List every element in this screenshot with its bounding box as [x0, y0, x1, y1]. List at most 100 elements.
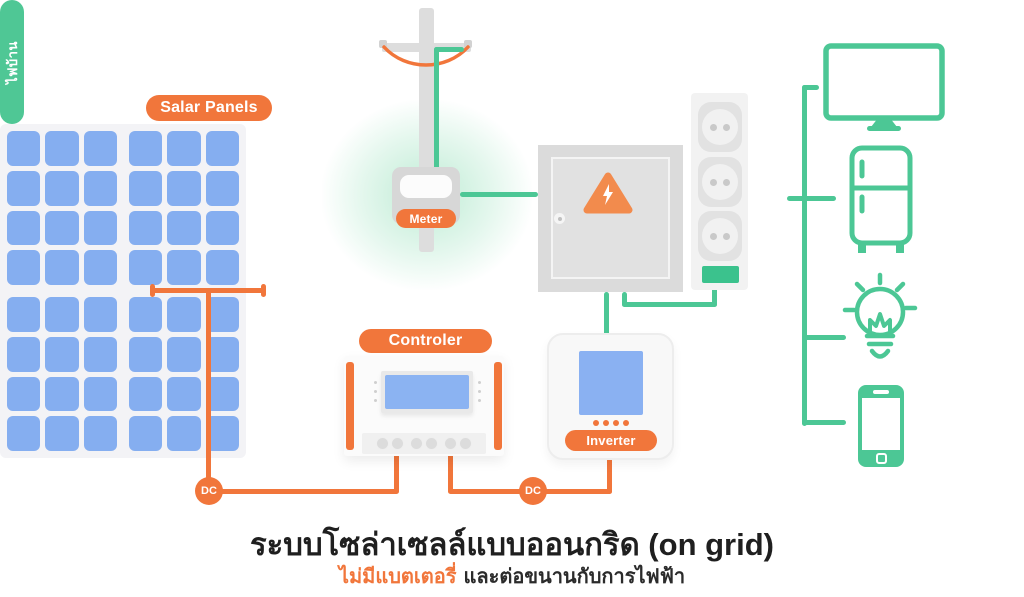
diagram-subtitle: ไม่มีแบตเตอรี่ และต่อขนานกับการไฟฟ้า [0, 560, 1024, 592]
solar-cell [167, 297, 201, 332]
controller-led [374, 381, 377, 384]
outlet-hole [723, 179, 730, 186]
outlet-socket [698, 157, 742, 207]
wire-breaker-to-outlet-1 [622, 292, 627, 307]
appliance-bus [802, 85, 807, 426]
solar-cell [7, 170, 41, 206]
bulb-icon [842, 272, 918, 359]
solar-cell [7, 416, 41, 451]
solar-cell [7, 250, 41, 285]
inverter-led [593, 420, 599, 426]
solar-quadrant [7, 131, 117, 285]
dc-badge-left: DC [195, 477, 223, 505]
solar-cell [205, 336, 239, 372]
solar-cell [205, 131, 239, 166]
subtitle-rest: และต่อขนานกับการไฟฟ้า [463, 566, 686, 588]
solar-cell [83, 297, 117, 332]
controller-terminal [444, 437, 457, 450]
solar-panel-array [0, 124, 246, 458]
solar-cell [205, 297, 239, 332]
solar-cell [7, 131, 41, 166]
solar-cell [45, 336, 79, 372]
solar-cell [45, 416, 79, 451]
solar-cell [45, 297, 79, 332]
wire-meter-to-breaker [460, 192, 538, 197]
controller-led [478, 399, 481, 402]
meter-screen [400, 175, 452, 198]
solar-cell [7, 297, 41, 332]
outlet-hole [710, 179, 717, 186]
crossarm-cap-right [464, 40, 472, 48]
controller-label: Controler [359, 329, 492, 353]
breaker-knob [554, 213, 565, 224]
home-power-badge: ไฟบ้าน [0, 0, 24, 124]
solar-cell [83, 170, 117, 206]
bus-tick-bulb [802, 335, 846, 340]
panel-junction-cap-right [261, 284, 266, 297]
solar-cell [45, 250, 79, 285]
solar-cell [83, 416, 117, 451]
wire-dc-to-controller [209, 489, 399, 494]
wire-breaker-to-outlet-2 [622, 302, 717, 307]
solar-cell [83, 336, 117, 372]
power-line-wire [382, 45, 470, 67]
bus-tick-tv [802, 85, 819, 90]
pole-crossarm [382, 43, 471, 52]
solar-cell [45, 376, 79, 412]
wire-inverter-input [607, 456, 612, 494]
wire-breaker-to-outlet-3 [712, 285, 717, 307]
solar-cell [205, 170, 239, 206]
solar-cell [167, 336, 201, 372]
controller-led [374, 390, 377, 393]
controller-bracket-right [494, 362, 502, 450]
inverter-led [613, 420, 619, 426]
solar-cell [129, 376, 163, 412]
solar-cell [83, 250, 117, 285]
controller-led [478, 390, 481, 393]
solar-cell [167, 416, 201, 451]
solar-cell [7, 336, 41, 372]
solar-cell [167, 131, 201, 166]
outlet-hole [710, 233, 717, 240]
wire-breaker-to-inverter [604, 292, 609, 336]
subtitle-highlight: ไม่มีแบตเตอรี่ [338, 566, 457, 588]
solar-cell [7, 210, 41, 246]
tv-icon [823, 43, 945, 131]
outlet-hole [723, 233, 730, 240]
controller-led [374, 399, 377, 402]
lightning-warning-icon [583, 172, 633, 214]
controller-terminal [391, 437, 404, 450]
bus-tick-outlet [787, 196, 836, 201]
solar-cell [83, 376, 117, 412]
solar-cell [205, 416, 239, 451]
controller-terminal [410, 437, 423, 450]
fridge-icon [849, 145, 913, 253]
solar-cell [7, 376, 41, 412]
controller-screen [385, 375, 469, 409]
outlet-socket [698, 211, 742, 261]
solar-cell [129, 131, 163, 166]
solar-cell [45, 170, 79, 206]
solar-cell [167, 210, 201, 246]
solar-cell [205, 250, 239, 285]
wire-panel-to-dc [206, 290, 211, 482]
diagram-title: ระบบโซล่าเซลล์แบบออนกริด (on grid) [250, 527, 774, 562]
solar-cell [167, 376, 201, 412]
wire-pole-to-meter-h [434, 47, 464, 52]
dc-badge-right: DC [519, 477, 547, 505]
solar-cell [83, 210, 117, 246]
solar-cell [129, 210, 163, 246]
controller-led [478, 381, 481, 384]
inverter-label: Inverter [565, 430, 657, 451]
solar-cell [205, 376, 239, 412]
inverter-led [603, 420, 609, 426]
solar-cell [167, 170, 201, 206]
solar-quadrant [129, 297, 239, 451]
solar-cell [129, 297, 163, 332]
outlet-face [702, 109, 738, 145]
outlet-hole [723, 124, 730, 131]
home-power-label: ไฟบ้าน [4, 40, 20, 84]
solar-cell [45, 131, 79, 166]
outlet-socket [698, 102, 742, 152]
